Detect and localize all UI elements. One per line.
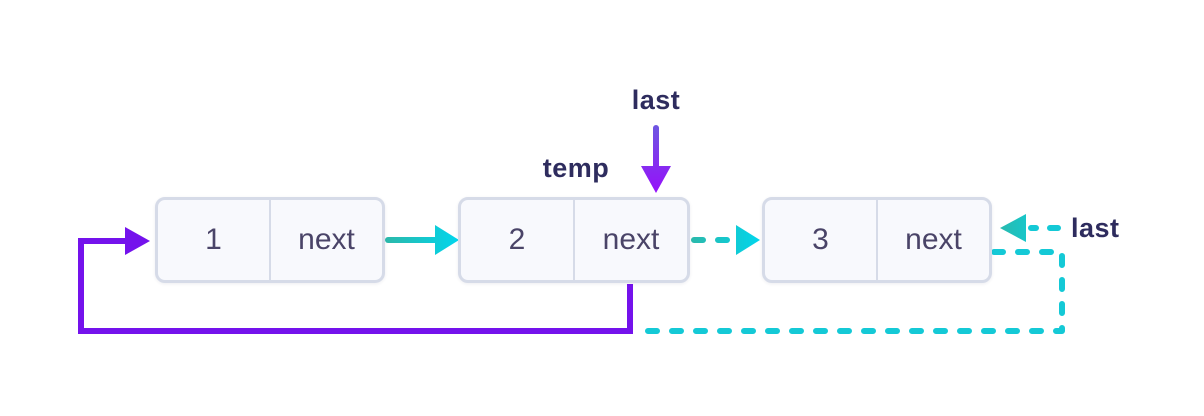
list-node-1: 1 next [155,197,385,283]
temp-pointer-label: temp [542,153,610,183]
node-value-cell: 3 [812,223,829,256]
node-value-cell: 1 [205,223,222,256]
last-pointer-label-top: last [631,85,681,115]
list-node-3: 3 next [762,197,992,283]
node-next-cell: next [876,200,989,280]
last-pointer-label-right: last [1071,213,1120,243]
last-pointer-left-arrow-dashed [1000,214,1061,242]
arrowhead-right-icon [125,227,150,255]
node-next-cell: next [269,200,382,280]
node-value-cell: 2 [508,223,526,256]
arrowhead-left-icon [1000,214,1026,242]
arrowhead-right-icon [736,225,760,255]
list-node-2: 2 next [458,197,690,283]
node-next-cell: next [573,200,687,280]
arrowhead-right-icon [435,225,459,255]
arrow-node2-next-to-node3-dashed [691,225,760,255]
last-pointer-down-arrow [641,125,671,193]
arrowhead-down-icon [641,166,671,193]
arrow-node1-next-to-node2 [385,225,459,255]
